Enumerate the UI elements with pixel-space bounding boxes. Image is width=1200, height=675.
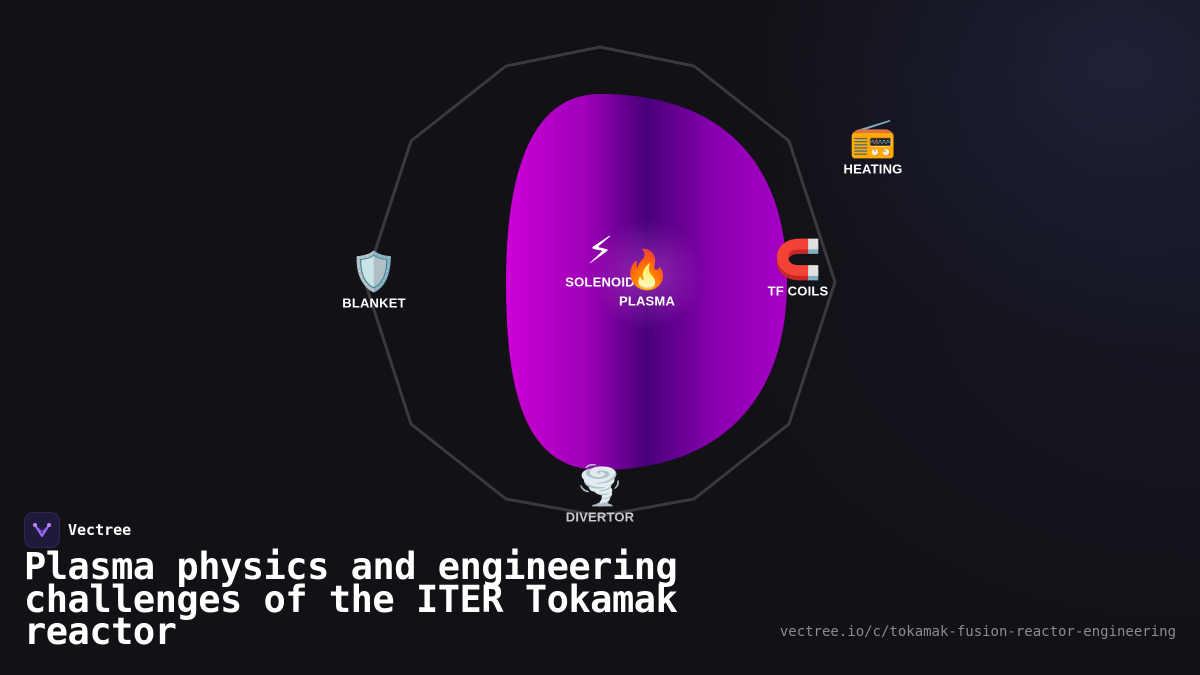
brand-name: Vectree bbox=[68, 521, 132, 539]
node-heating: 📻 HEATING bbox=[844, 116, 903, 177]
page-title: Plasma physics and engineering challenge… bbox=[24, 545, 678, 653]
shield-icon: 🛡️ bbox=[350, 249, 398, 294]
node-label: HEATING bbox=[843, 161, 903, 177]
node-label: BLANKET bbox=[342, 295, 406, 311]
node-tf-coils: 🧲 TF COILS bbox=[768, 238, 829, 299]
tornado-icon: 🌪️ bbox=[576, 463, 624, 508]
node-divertor: 🌪️ DIVERTOR bbox=[566, 464, 635, 525]
node-label: PLASMA bbox=[618, 293, 676, 309]
node-label: DIVERTOR bbox=[565, 509, 635, 525]
node-blanket: 🛡️ BLANKET bbox=[342, 250, 406, 311]
vacuum-vessel-outline bbox=[363, 45, 837, 518]
magnet-icon: 🧲 bbox=[774, 237, 822, 282]
page-url[interactable]: vectree.io/c/tokamak-fusion-reactor-engi… bbox=[779, 624, 1176, 640]
plasma-cross-section bbox=[506, 94, 787, 470]
plasma-glow bbox=[587, 215, 707, 335]
node-label: SOLENOID bbox=[565, 274, 635, 290]
fire-icon: 🔥 bbox=[623, 247, 671, 292]
radio-icon: 📻 bbox=[849, 115, 897, 160]
brand[interactable]: Vectree bbox=[24, 512, 131, 548]
vectree-logo-icon bbox=[24, 512, 60, 548]
node-plasma: 🔥 PLASMA bbox=[619, 248, 675, 309]
node-solenoid: ⚡ SOLENOID bbox=[565, 229, 635, 290]
lightning-bolt-icon: ⚡ bbox=[586, 228, 614, 273]
node-label: TF COILS bbox=[767, 283, 829, 299]
